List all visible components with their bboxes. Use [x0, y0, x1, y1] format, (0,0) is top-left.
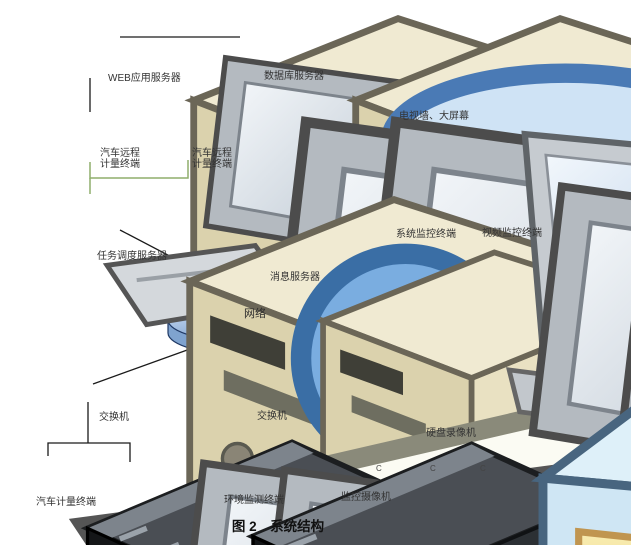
cameras-label: 监控摄像机: [341, 490, 391, 503]
camera-1-lens-mark: C: [376, 464, 382, 473]
switch-middle-label: 交换机: [257, 409, 287, 422]
web-server-label: WEB应用服务器: [108, 71, 181, 84]
green-links: [89, 160, 189, 194]
video-monitor-terminal-label: 视频监控终端: [482, 226, 542, 239]
camera-2-lens-mark: C: [430, 464, 436, 473]
camera-3-lens-mark: C: [480, 464, 486, 473]
link-switchleft-bus: [47, 442, 131, 462]
switch-left-label: 交换机: [99, 410, 129, 423]
dvr-label: 硬盘录像机: [426, 426, 476, 439]
figure-caption: 图 2 系统结构: [232, 518, 324, 534]
network-label: 网络: [244, 306, 266, 320]
link-network-switchleft: [92, 348, 191, 385]
env-terminals-label: 环境监测终端: [224, 493, 284, 506]
db-server-label: 数据库服务器: [264, 69, 324, 82]
message-server-label: 消息服务器: [270, 270, 320, 283]
remote-terminal-2-label-line1: 汽车远程: [192, 146, 232, 159]
system-monitor-terminal-label: 系统监控终端: [396, 227, 456, 240]
remote-terminal-1-label-line2: 计量终端: [100, 157, 140, 170]
task-server-label: 任务调度服务器: [97, 249, 167, 262]
tv-wall-label: 电视墙、大屏幕: [399, 109, 469, 122]
vehicle-terminals-label: 汽车计量终端: [36, 495, 96, 508]
link-terminals-green: [89, 160, 189, 179]
remote-terminal-2-label-line2: 计量终端: [192, 157, 232, 170]
remote-terminal-1-label-line1: 汽车远程: [100, 146, 140, 159]
